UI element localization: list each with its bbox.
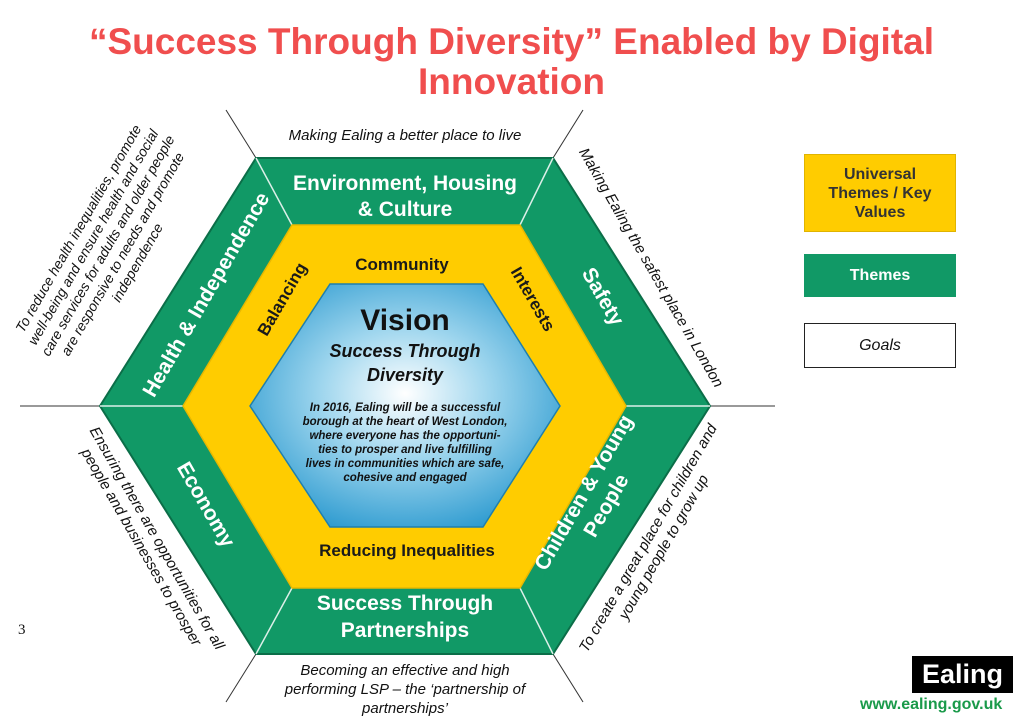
vision-statement-line-6: cohesive and engaged [343,472,467,484]
theme-top-line-1: Environment, Housing [293,172,517,195]
key-value-top: Community [355,255,449,274]
divider-top-right [552,109,584,159]
vision-subtitle-line-1: Success Through [329,341,480,361]
vision-subtitle-line-2: Diversity [367,365,444,385]
theme-separator [255,157,293,226]
goal-bottom-line-3: partnerships’ [361,700,449,717]
vision-statement-line-3: where everyone has the opportuni- [309,430,500,442]
legend-themes-label: Themes [849,267,911,284]
vision-statement-line-1: In 2016, Ealing will be a successful [310,402,501,414]
divider-bottom-left [225,653,257,703]
page-number: 3 [18,622,26,638]
goal-bottom-line-1: Becoming an effective and high [300,662,509,679]
goal-top: Making Ealing a better place to live [289,127,522,144]
ealing-logo: Ealing [912,656,1013,693]
vision-statement-line-4: ties to prosper and live fulfilling [318,444,492,456]
website-url: www.ealing.gov.uk [860,696,1003,713]
vision-statement-line-5: lives in communities which are safe, [306,458,505,470]
vision-hexagon [249,283,561,528]
divider-bottom-right [552,653,584,703]
legend-goals: Goals [804,323,956,368]
goal-bottom-line-2: performing LSP – the ‘partnership of [284,681,527,698]
theme-separator [519,587,554,655]
slide-title: “Success Through Diversity” Enabled by D… [0,22,1023,102]
divider-top-left [225,109,257,159]
theme-bottom-line-2: Partnerships [341,619,469,642]
vision-statement-line-2: borough at the heart of West London, [303,416,508,428]
theme-separator [255,587,293,655]
sector-divider-lines [20,109,775,703]
theme-separator [519,157,554,226]
title-line-1: “Success Through Diversity” Enabled by D… [88,21,935,62]
legend-goals-label: Goals [859,337,901,354]
legend-themes: Themes [804,254,956,297]
theme-top-line-2: & Culture [358,198,453,221]
legend-key-values: Universal Themes / Key Values [804,154,956,232]
legend-key-values-label: Universal Themes / Key Values [828,165,932,221]
vision-heading: Vision [360,304,449,337]
theme-bottom-line-1: Success Through [317,592,493,615]
theme-separators [100,157,710,655]
key-value-bottom: Reducing Inequalities [319,541,495,560]
title-line-2: Innovation [417,61,606,102]
